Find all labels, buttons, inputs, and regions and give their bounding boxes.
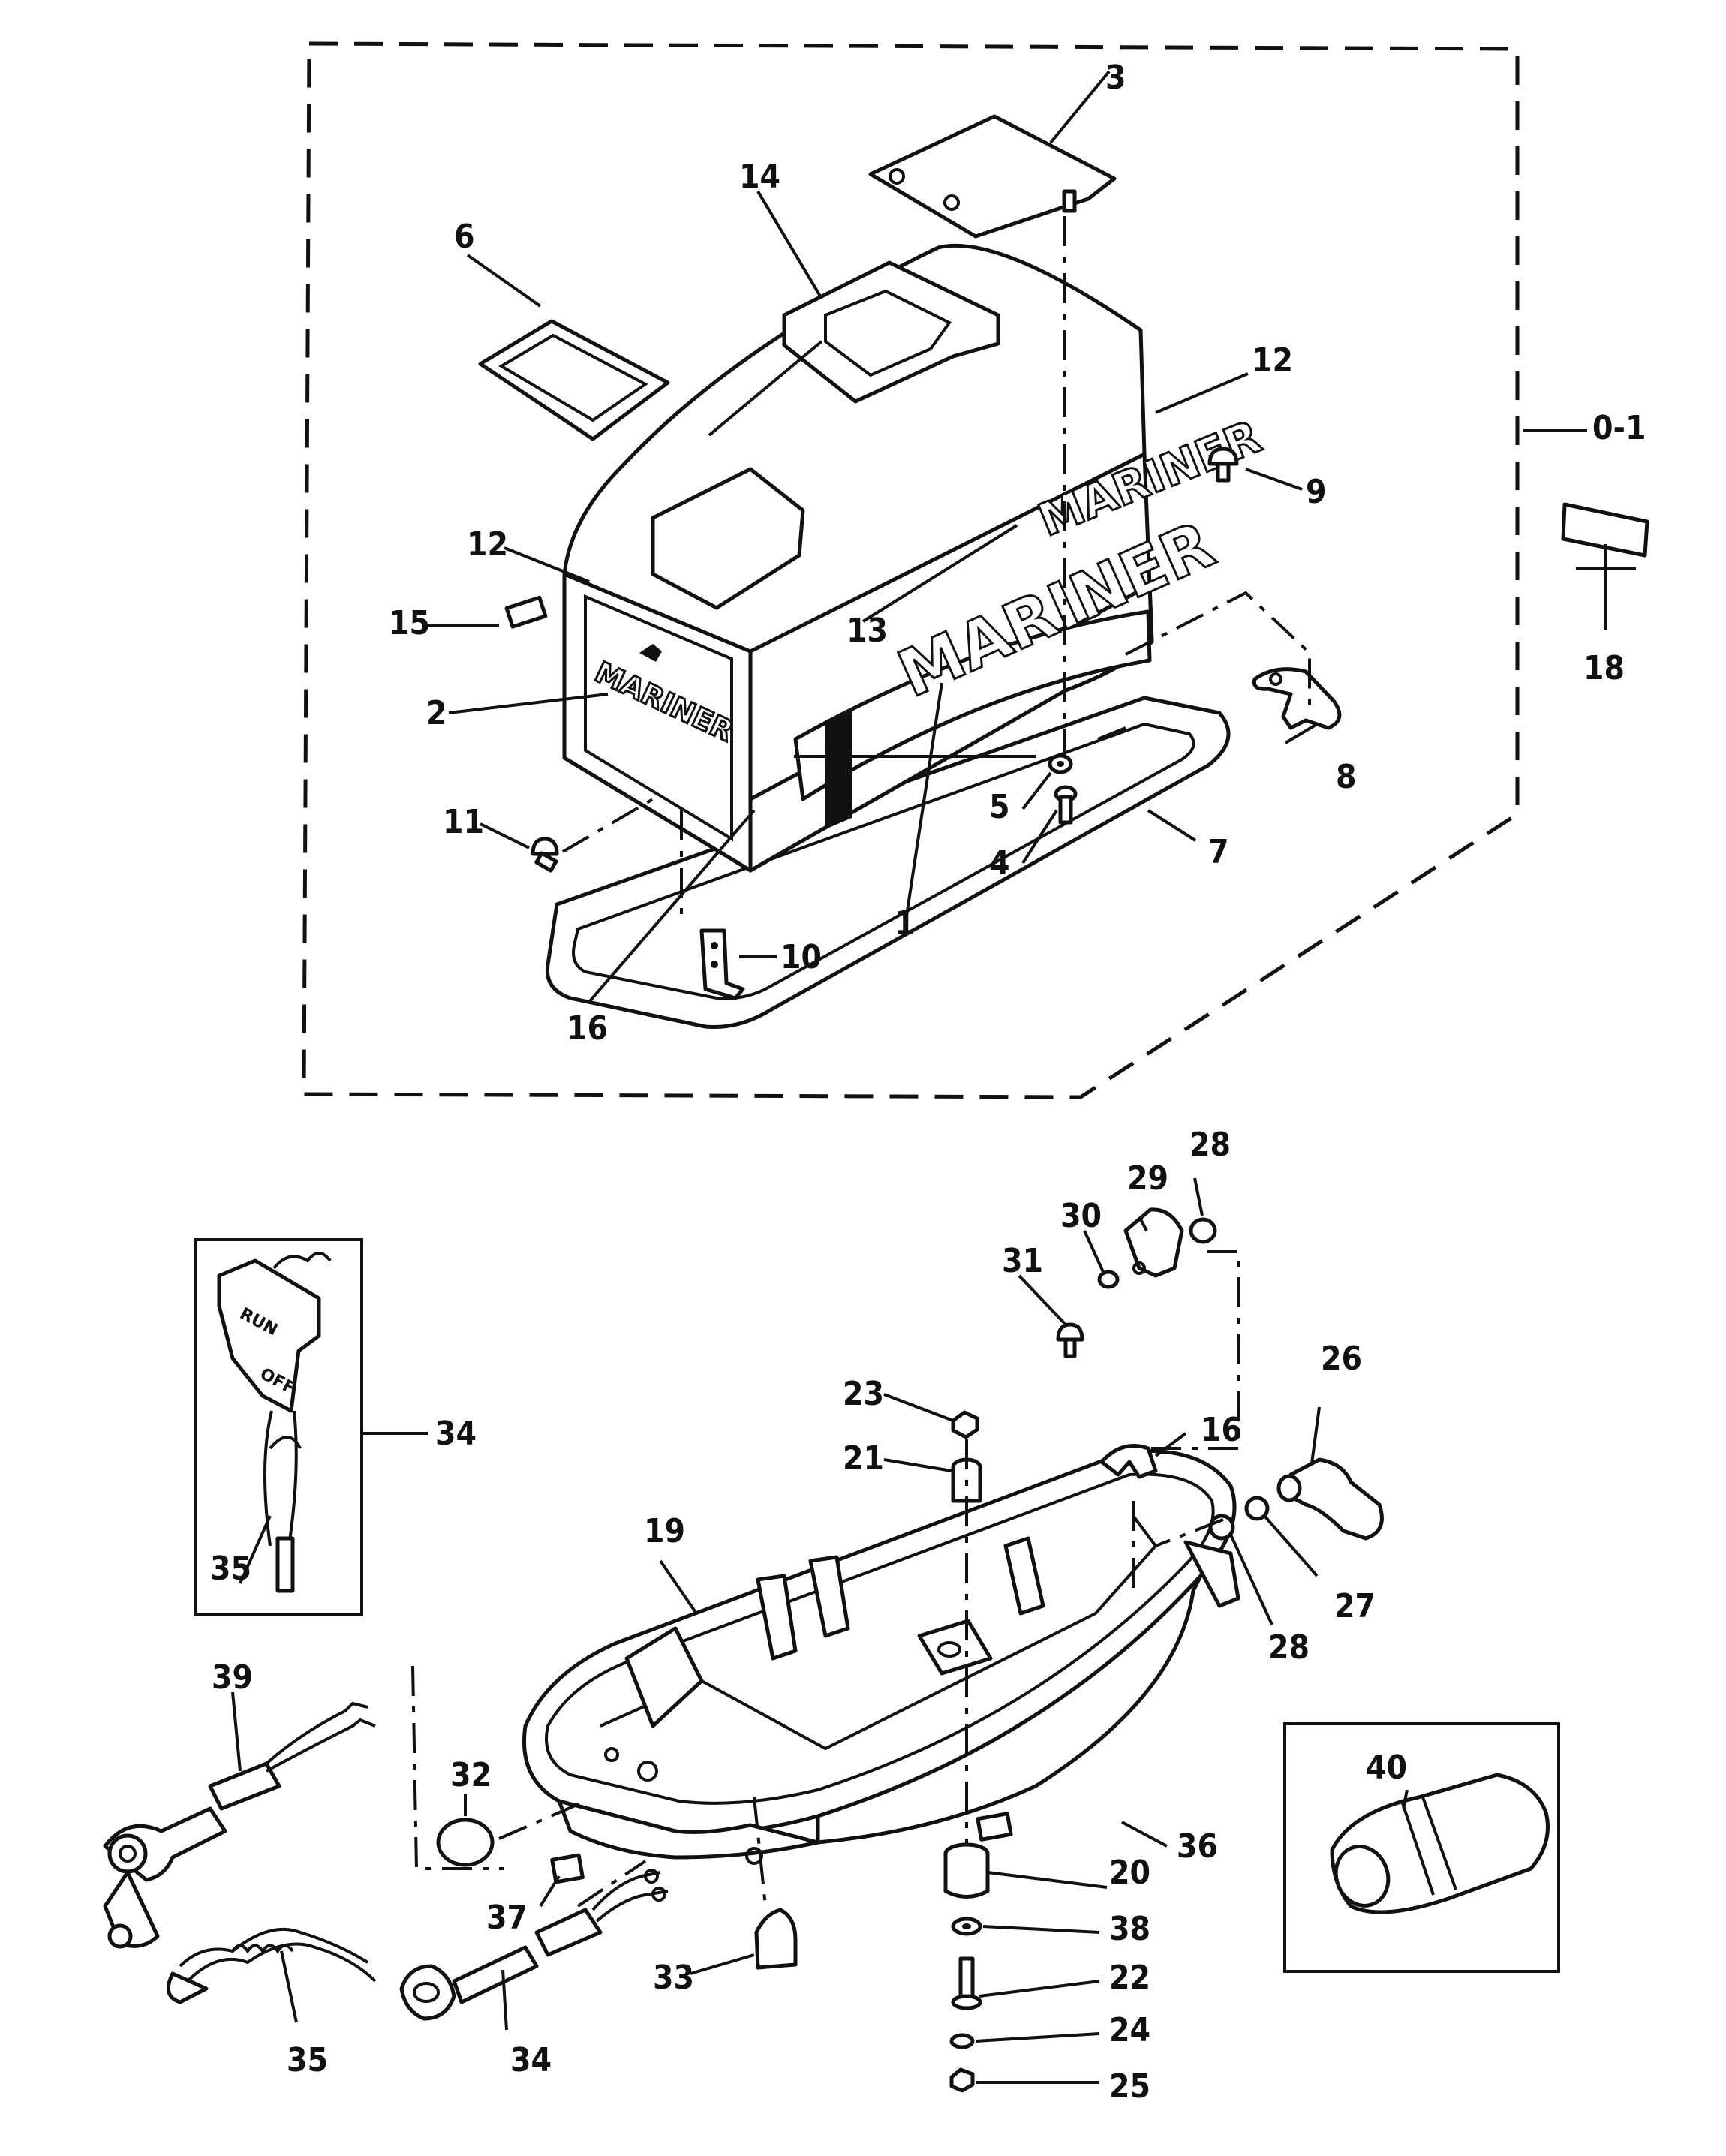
inset-stop-switch: RUN OFF bbox=[194, 1238, 363, 1616]
callout-35-lower: 35 bbox=[287, 2041, 328, 2079]
callout-32: 32 bbox=[450, 1756, 492, 1794]
callout-14: 14 bbox=[739, 158, 780, 196]
callout-labels: 3 14 6 12 0-1 9 18 12 15 13 2 8 5 11 7 4… bbox=[210, 59, 1646, 2106]
callout-29: 29 bbox=[1127, 1159, 1168, 1198]
callout-1: 1 bbox=[895, 904, 916, 943]
decal-37 bbox=[550, 1853, 585, 1884]
callout-16-lower: 16 bbox=[1201, 1411, 1242, 1449]
grommet-20 bbox=[943, 1842, 990, 1899]
logo-mark-icon bbox=[639, 644, 662, 662]
callout-24: 24 bbox=[1109, 2011, 1150, 2049]
callout-26: 26 bbox=[1321, 1340, 1362, 1378]
nut-23 bbox=[951, 1410, 979, 1439]
washer-5 bbox=[1048, 753, 1073, 774]
callout-33: 33 bbox=[653, 1959, 694, 1997]
callout-40: 40 bbox=[1366, 1749, 1407, 1787]
bushing-28-upper bbox=[1189, 1217, 1217, 1244]
callout-39: 39 bbox=[212, 1658, 253, 1697]
callout-25: 25 bbox=[1109, 2067, 1150, 2106]
nut-25 bbox=[949, 2067, 975, 2093]
decal-15 bbox=[504, 595, 548, 629]
callout-3: 3 bbox=[1105, 59, 1126, 97]
callout-12-right: 12 bbox=[1252, 341, 1293, 380]
callout-2: 2 bbox=[426, 694, 447, 732]
callout-16-upper: 16 bbox=[567, 1009, 608, 1048]
bottom-cowl-assembly: RUN OFF bbox=[103, 1177, 1560, 2093]
callout-28-upper: 28 bbox=[1189, 1126, 1231, 1164]
callout-6: 6 bbox=[454, 218, 475, 256]
washer-30 bbox=[1097, 1270, 1120, 1289]
cap-33 bbox=[754, 1908, 798, 1970]
callout-30: 30 bbox=[1060, 1197, 1102, 1235]
plug-32 bbox=[436, 1818, 495, 1867]
key-switch-harness bbox=[103, 1701, 376, 1949]
callout-5: 5 bbox=[989, 788, 1010, 826]
latch-handle-26 bbox=[1276, 1457, 1384, 1541]
clip-16 bbox=[1099, 1444, 1158, 1479]
washer-38 bbox=[951, 1917, 982, 1936]
callout-20: 20 bbox=[1109, 1854, 1150, 1892]
assembly-boundary-0-1 bbox=[302, 41, 1520, 1099]
callout-31: 31 bbox=[1002, 1242, 1043, 1280]
top-cowl-assembly: MARINER MARINER MARINER bbox=[302, 41, 1649, 1099]
callout-4: 4 bbox=[989, 844, 1010, 883]
lanyard-35 bbox=[166, 1927, 377, 2004]
washer-24 bbox=[949, 2033, 975, 2049]
inset-sleeve bbox=[1283, 1722, 1560, 1973]
stop-switch-harness bbox=[399, 1869, 669, 2021]
callout-7: 7 bbox=[1208, 833, 1229, 871]
callout-34-lower: 34 bbox=[510, 2041, 552, 2079]
callout-37: 37 bbox=[486, 1899, 528, 1937]
callout-10: 10 bbox=[780, 938, 822, 976]
callout-0-1: 0-1 bbox=[1592, 409, 1646, 447]
bottom-cowl bbox=[522, 1448, 1240, 1865]
callout-38: 38 bbox=[1109, 1910, 1150, 1948]
callout-8: 8 bbox=[1336, 758, 1357, 796]
callout-22: 22 bbox=[1109, 1959, 1150, 1997]
decal-18 bbox=[1561, 502, 1649, 630]
callout-9: 9 bbox=[1306, 473, 1327, 511]
screw-9 bbox=[1207, 447, 1239, 483]
bracket-10 bbox=[699, 928, 745, 1000]
latch-plate-29 bbox=[1123, 1207, 1184, 1278]
latch-bracket-8 bbox=[1252, 667, 1342, 730]
callout-12-left: 12 bbox=[467, 525, 508, 564]
callout-27: 27 bbox=[1334, 1587, 1376, 1625]
callout-23: 23 bbox=[843, 1375, 884, 1413]
window-seal bbox=[478, 319, 670, 441]
screw-31 bbox=[1056, 1322, 1084, 1358]
callout-18: 18 bbox=[1583, 649, 1625, 687]
screw-11 bbox=[531, 837, 559, 873]
cover-plate bbox=[868, 114, 1117, 239]
callout-13: 13 bbox=[846, 612, 888, 650]
callout-28-lower: 28 bbox=[1268, 1628, 1310, 1667]
callout-11: 11 bbox=[443, 803, 484, 841]
decal-36 bbox=[976, 1812, 1013, 1842]
callout-19: 19 bbox=[644, 1512, 685, 1550]
washer-27 bbox=[1244, 1496, 1270, 1521]
callout-35-upper: 35 bbox=[210, 1550, 251, 1588]
bolt-22 bbox=[951, 1956, 982, 2010]
callout-21: 21 bbox=[843, 1439, 884, 1478]
screw-4 bbox=[1054, 785, 1078, 825]
callout-15: 15 bbox=[389, 604, 430, 642]
callout-36: 36 bbox=[1177, 1827, 1218, 1866]
callout-34-upper: 34 bbox=[435, 1415, 477, 1453]
